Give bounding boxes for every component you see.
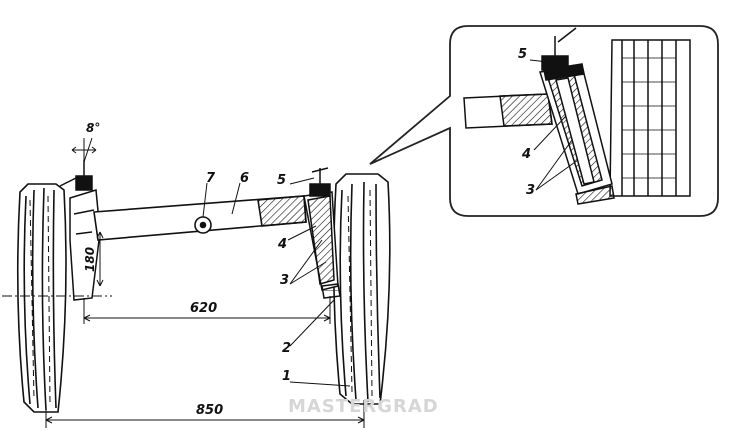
callout-2: 2: [282, 341, 291, 356]
inset-callout-5: 5: [518, 47, 527, 62]
watermark: MASTERGRAD: [288, 396, 439, 417]
inset-callout-leaders: [529, 59, 579, 191]
inset-axle-stub: [463, 93, 553, 129]
main-callout-leaders: [202, 177, 351, 387]
height-label: 180: [83, 247, 97, 272]
left-wheel: [16, 183, 67, 413]
callout-4: 4: [277, 237, 287, 252]
axle-beam: [93, 195, 307, 241]
right-kingpin-housing: [303, 167, 341, 299]
detail-inset: 5 4 3: [369, 25, 719, 217]
angle-label: 8°: [86, 121, 100, 135]
left-kingpin: [59, 160, 101, 301]
callout-1: 1: [282, 369, 291, 384]
inset-callout-4: 4: [521, 147, 531, 162]
callout-3: 3: [280, 273, 289, 288]
inset-kingpin-housing: [539, 27, 615, 205]
track-inner-label: 620: [190, 301, 217, 316]
callout-6: 6: [240, 171, 249, 186]
angle-dimension: [71, 137, 97, 163]
inset-callout-3: 3: [526, 183, 535, 198]
height-dimension: [2, 231, 112, 297]
inset-wheel: [609, 39, 691, 197]
callout-5: 5: [277, 173, 286, 188]
track-outer-label: 850: [196, 403, 223, 418]
right-wheel: [332, 173, 391, 405]
callout-7: 7: [206, 171, 216, 186]
track-outer-dimension: [45, 400, 365, 428]
track-inner-dimension: [83, 296, 331, 324]
